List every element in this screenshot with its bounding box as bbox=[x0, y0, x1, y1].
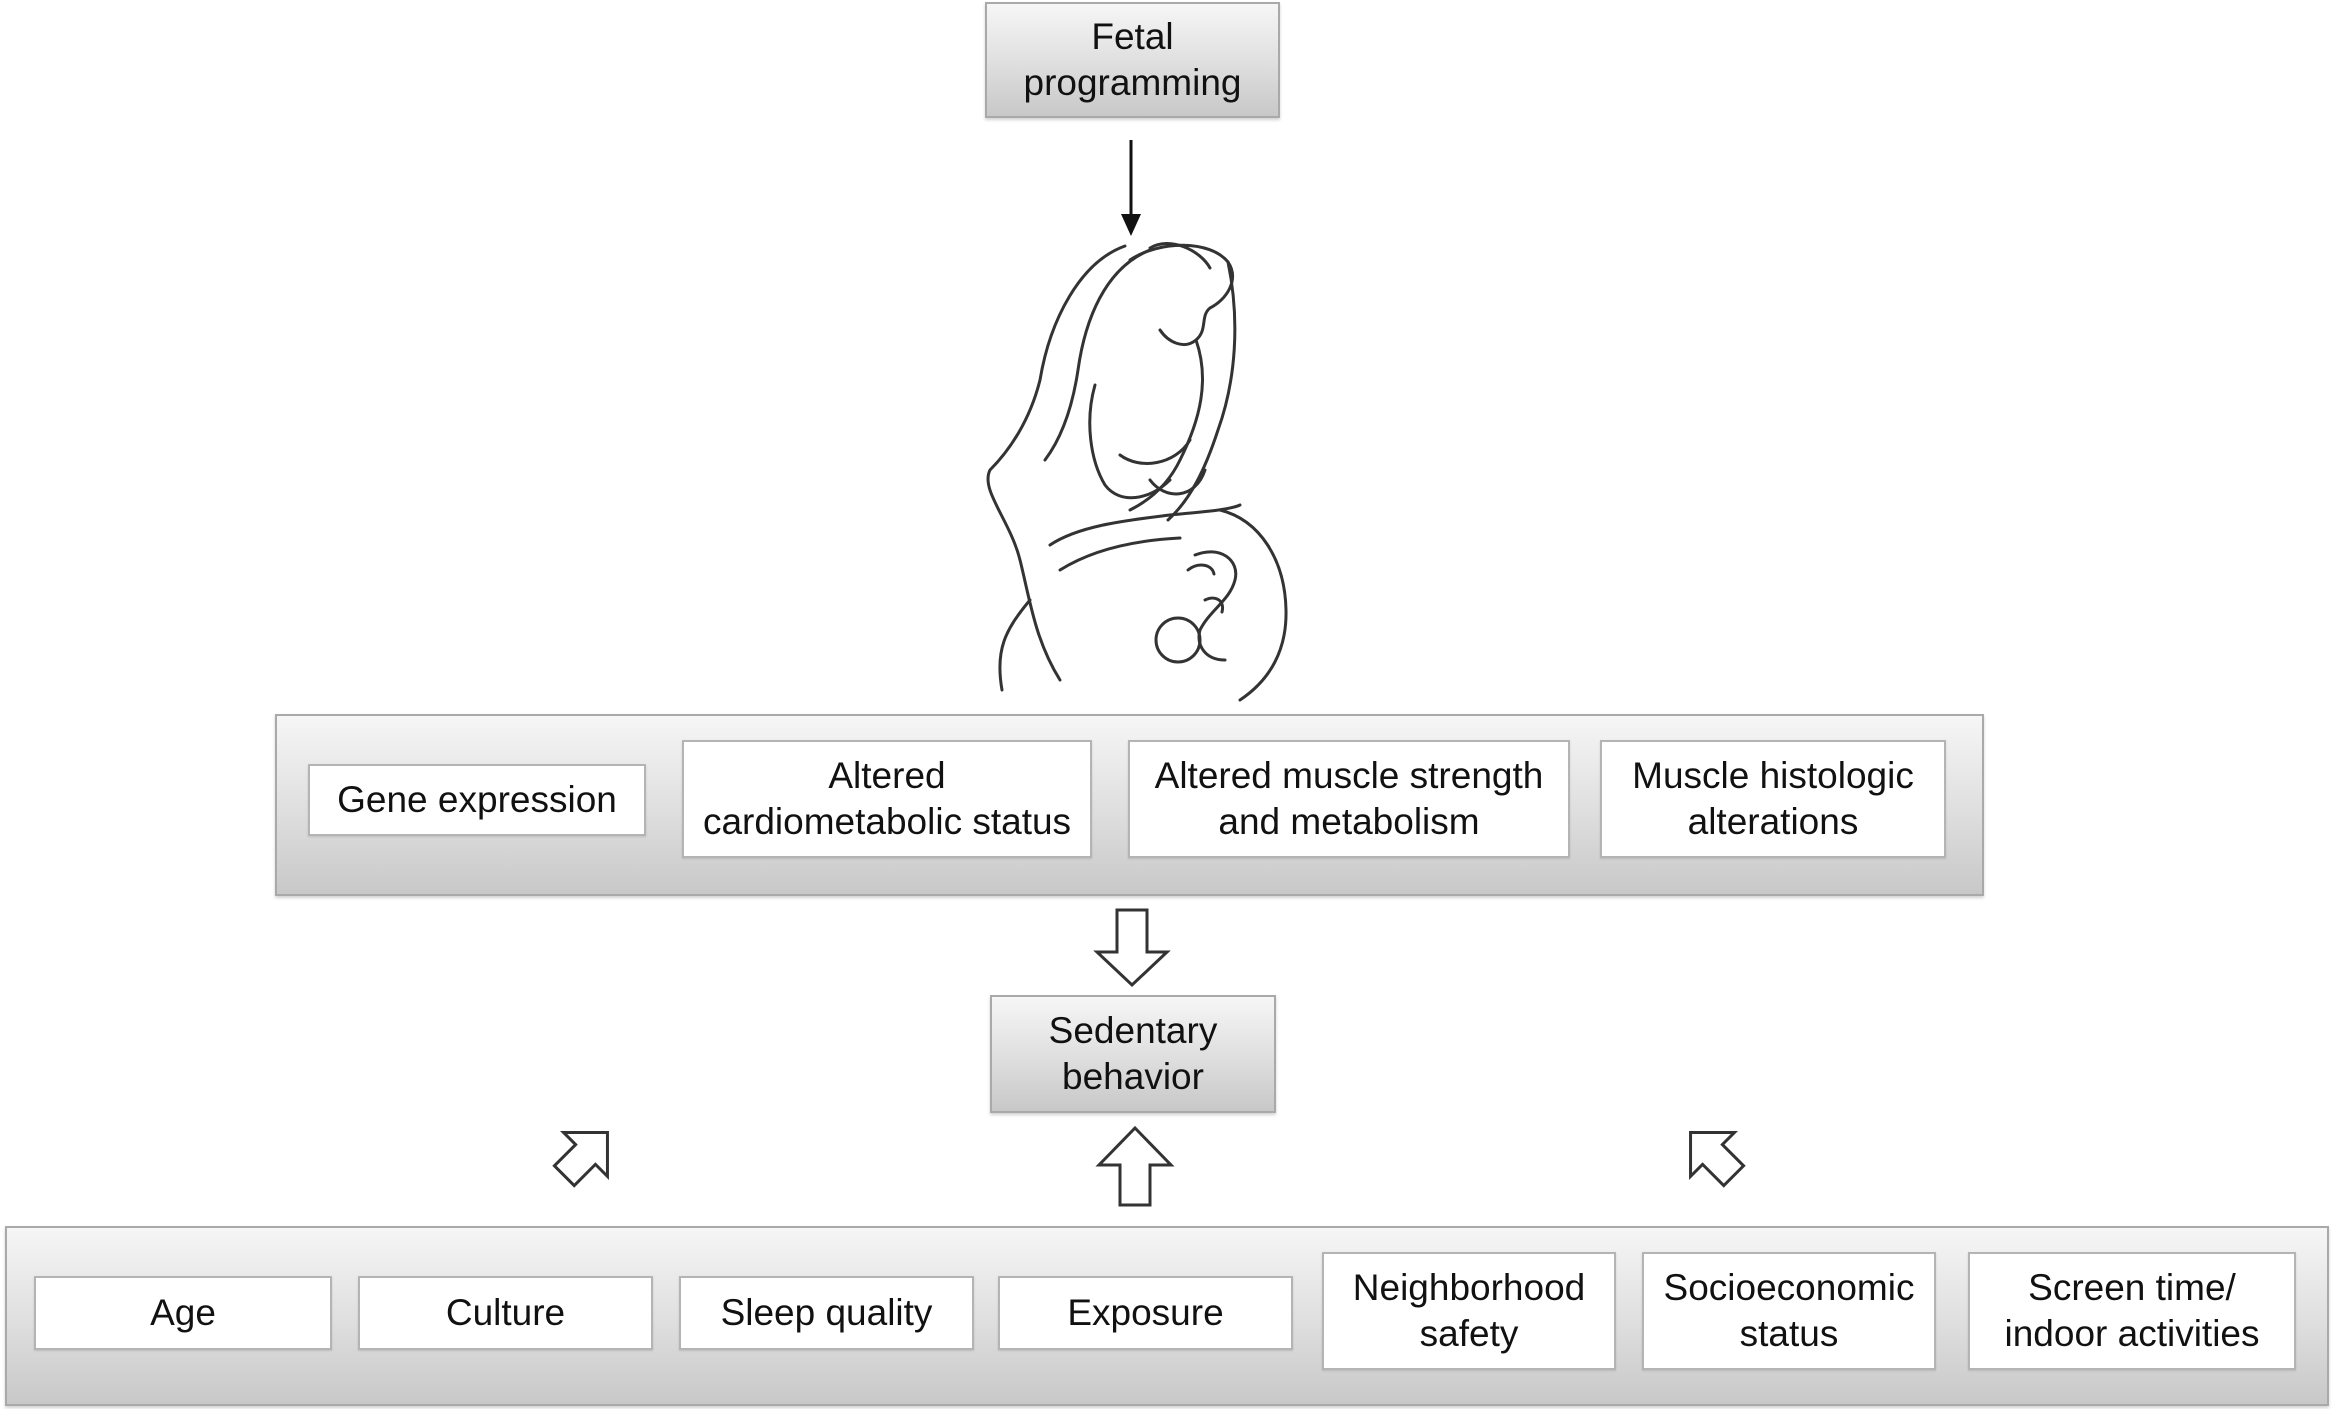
fetal-programming-node: Fetal programming bbox=[985, 2, 1280, 118]
factor-socioeconomic-status: Socioeconomic status bbox=[1642, 1252, 1936, 1370]
pregnant-woman-illustration bbox=[986, 242, 1288, 702]
factor-screen-time-indoor-activities: Screen time/ indoor activities bbox=[1968, 1252, 2296, 1370]
factor-sleep-quality: Sleep quality bbox=[679, 1276, 974, 1350]
arrow-fetal-to-pregnancy-head bbox=[1121, 214, 1141, 236]
arrow-left-factors-to-sedentary bbox=[552, 1131, 609, 1188]
effect-muscle-histologic-alterations: Muscle histologic alterations bbox=[1600, 740, 1946, 858]
effect-gene-expression: Gene expression bbox=[308, 764, 646, 836]
effect-muscle-strength-metabolism: Altered muscle strength and metabolism bbox=[1128, 740, 1570, 858]
sedentary-behavior-node: Sedentary behavior bbox=[990, 995, 1276, 1113]
factor-neighborhood-safety: Neighborhood safety bbox=[1322, 1252, 1616, 1370]
factor-culture: Culture bbox=[358, 1276, 653, 1350]
arrow-effects-to-sedentary bbox=[1093, 908, 1171, 988]
effect-cardiometabolic-status: Altered cardiometabolic status bbox=[682, 740, 1092, 858]
factor-age: Age bbox=[34, 1276, 332, 1350]
arrow-right-factors-to-sedentary bbox=[1689, 1131, 1746, 1188]
factor-exposure: Exposure bbox=[998, 1276, 1293, 1350]
arrow-factors-to-sedentary bbox=[1095, 1125, 1175, 1207]
